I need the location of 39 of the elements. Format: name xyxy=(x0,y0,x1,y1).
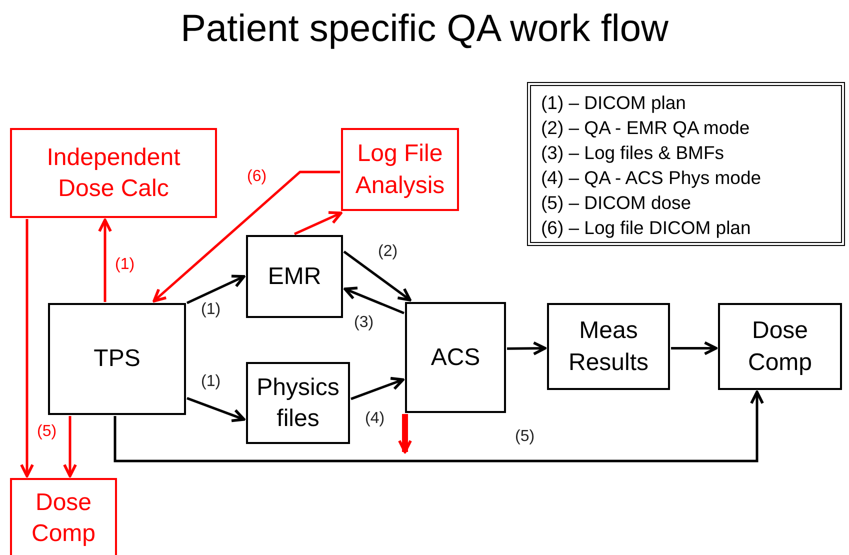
legend-entry: (6) – Log file DICOM plan xyxy=(541,216,752,240)
legend-entry: (2) – QA - EMR QA mode xyxy=(541,116,751,140)
arrow xyxy=(63,416,77,478)
arrow xyxy=(114,390,764,462)
process-box: Physics files xyxy=(246,362,350,444)
process-box: EMR xyxy=(246,235,343,318)
arrow xyxy=(398,414,412,454)
legend-entry: (1) – DICOM plan xyxy=(541,91,687,115)
arrow xyxy=(98,218,112,302)
edge-label: (5) xyxy=(36,423,58,441)
arrow xyxy=(294,211,342,236)
arrow xyxy=(186,274,246,304)
arrow xyxy=(344,286,404,314)
edge-label: (1) xyxy=(200,373,222,391)
process-box: Dose Comp xyxy=(10,478,117,555)
process-box: TPS xyxy=(48,303,186,415)
edge-label: (2) xyxy=(377,243,399,261)
arrow xyxy=(20,219,34,478)
arrow xyxy=(152,170,340,302)
process-box: Independent Dose Calc xyxy=(10,128,217,218)
process-box: Dose Comp xyxy=(718,303,842,390)
legend-entry: (4) – QA - ACS Phys mode xyxy=(541,166,762,190)
process-box: Meas Results xyxy=(547,303,670,390)
arrow xyxy=(671,341,718,356)
edge-label: (3) xyxy=(353,314,375,332)
arrow xyxy=(186,397,246,422)
edge-label: (1) xyxy=(200,301,222,319)
edge-label: (6) xyxy=(246,168,268,186)
arrow xyxy=(350,376,404,400)
arrow xyxy=(343,250,412,302)
arrow xyxy=(506,341,546,356)
process-box: ACS xyxy=(405,302,506,413)
legend-entry: (3) – Log files & BMFs xyxy=(541,141,726,165)
edge-label: (4) xyxy=(364,410,386,428)
edge-label: (1) xyxy=(114,256,136,274)
diagram-title: Patient specific QA work flow xyxy=(180,8,670,51)
legend-entry: (5) – DICOM dose xyxy=(541,191,692,215)
edge-label: (5) xyxy=(514,428,536,446)
process-box: Log File Analysis xyxy=(341,128,459,211)
